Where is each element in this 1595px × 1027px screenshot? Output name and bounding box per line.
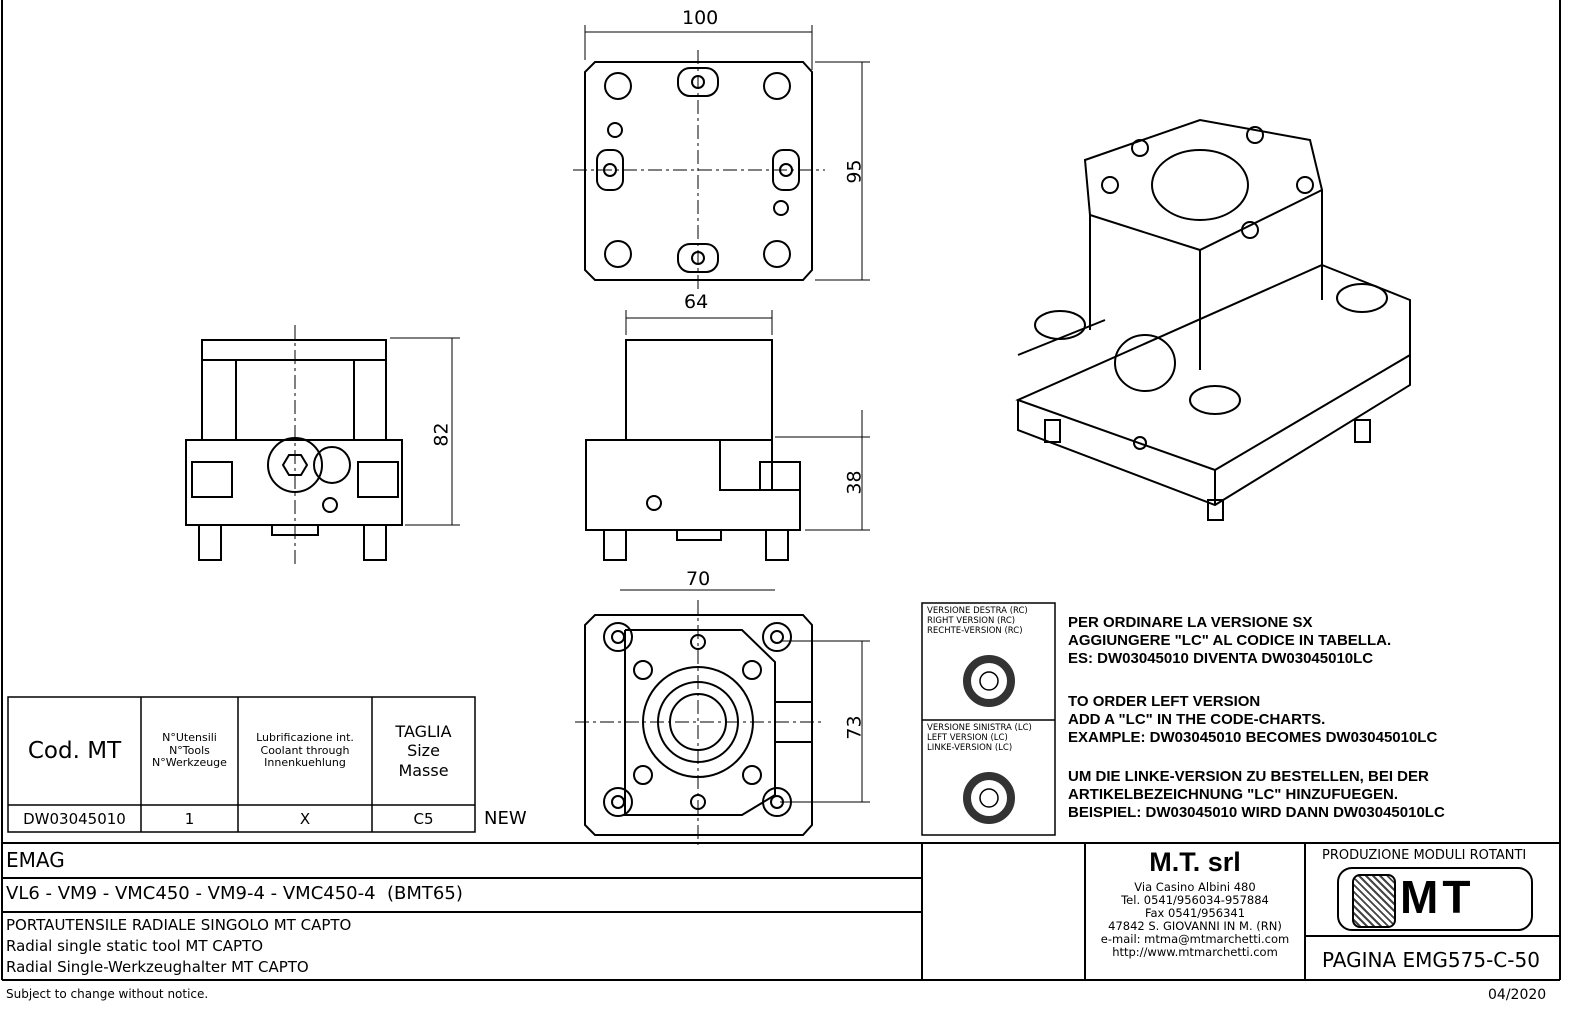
dim-top-width: 100 (682, 7, 719, 29)
note-it-line: AGGIUNGERE "LC" AL CODICE IN TABELLA. (1068, 632, 1392, 649)
header-size-de: Masse (398, 760, 449, 780)
product-description: PORTAUTENSILE RADIALE SINGOLO MT CAPTO R… (6, 915, 351, 978)
note-italian: PER ORDINARE LA VERSIONE SX AGGIUNGERE "… (1068, 614, 1391, 668)
cell-coolant: X (299, 809, 311, 828)
dim-side-width: 64 (684, 291, 709, 313)
note-en-line: TO ORDER LEFT VERSION (1068, 693, 1261, 710)
company-website: http://www.mtmarchetti.com (1112, 945, 1278, 959)
table-grid (7, 696, 476, 833)
description-en: Radial single static tool MT CAPTO (6, 937, 264, 955)
company-address: Via Casino Albini 480 (1134, 880, 1256, 894)
right-version-label: VERSIONE DESTRA (RC) RIGHT VERSION (RC) … (927, 606, 1028, 636)
header-tools-de: N°Werkzeuge (152, 756, 227, 770)
top-view (573, 25, 870, 292)
bottom-view (575, 589, 870, 845)
new-badge: NEW (484, 808, 527, 829)
left-version-it: VERSIONE SINISTRA (LC) (927, 723, 1032, 733)
front-view (185, 325, 460, 565)
note-de-line: UM DIE LINKE-VERSION ZU BESTELLEN, BEI D… (1068, 768, 1429, 785)
note-it-line: ES: DW03045010 DIVENTA DW03045010LC (1068, 650, 1374, 667)
right-version-de: RECHTE-VERSION (RC) (927, 625, 1023, 636)
company-fax: Fax 0541/956341 (1144, 906, 1246, 920)
machine-models: VL6 - VM9 - VMC450 - VM9-4 - VMC450-4 (B… (6, 883, 463, 904)
left-version-de: LINKE-VERSION (LC) (927, 742, 1013, 753)
header-tools: N°Utensili N°Tools N°Werkzeuge (141, 697, 238, 805)
header-size-it: TAGLIA (395, 722, 452, 742)
version-box (921, 602, 1056, 836)
company-name: M.T. srl (1149, 847, 1241, 877)
note-english: TO ORDER LEFT VERSION ADD A "LC" IN THE … (1068, 693, 1437, 747)
division-label: PRODUZIONE MODULI ROTANTI (1322, 848, 1527, 863)
note-german: UM DIE LINKE-VERSION ZU BESTELLEN, BEI D… (1068, 768, 1445, 822)
note-it-line: PER ORDINARE LA VERSIONE SX (1068, 614, 1313, 631)
machine-brand: EMAG (6, 848, 65, 872)
disclaimer: Subject to change without notice. (6, 987, 209, 1001)
company-info: M.T. srl Via Casino Albini 480 Tel. 0541… (1085, 845, 1305, 979)
header-code: Cod. MT (27, 738, 122, 764)
dim-front-height: 82 (430, 422, 453, 447)
dim-top-height: 95 (843, 159, 866, 184)
right-version-it: VERSIONE DESTRA (RC) (927, 606, 1028, 616)
side-view (585, 310, 870, 561)
note-de-line: ARTIKELBEZEICHNUNG "LC" HINZUFUEGEN. (1068, 786, 1399, 803)
mt-logo: MT (1400, 871, 1475, 923)
header-coolant-en: Coolant through (260, 743, 350, 757)
description-it: PORTAUTENSILE RADIALE SINGOLO MT CAPTO (6, 916, 352, 934)
dim-bottom-width: 70 (686, 568, 711, 590)
rotary-module-icon (1352, 874, 1396, 928)
company-phone: Tel. 0541/956034-957884 (1121, 893, 1269, 907)
right-version-en: RIGHT VERSION (RC) (927, 615, 1016, 626)
company-email: e-mail: mtma@mtmarchetti.com (1100, 932, 1290, 946)
cell-code: DW03045010 (23, 809, 126, 828)
company-city: 47842 S. GIOVANNI IN M. (RN) (1108, 919, 1282, 933)
header-size-en: Size (407, 741, 440, 761)
left-version-label: VERSIONE SINISTRA (LC) LEFT VERSION (LC)… (927, 723, 1032, 753)
left-version-en: LEFT VERSION (LC) (927, 732, 1008, 743)
page-code: PAGINA EMG575-C-50 (1322, 948, 1540, 972)
dim-bottom-height: 73 (843, 715, 866, 740)
header-coolant-de: Innenkuehlung (264, 756, 346, 770)
cell-size: C5 (413, 809, 434, 828)
cell-tools: 1 (184, 809, 195, 828)
header-tools-it: N°Utensili (162, 731, 217, 745)
header-coolant-it: Lubrificazione int. (256, 731, 354, 745)
dim-side-height: 38 (843, 470, 866, 495)
note-de-line: BEISPIEL: DW03045010 WIRD DANN DW0304501… (1068, 804, 1445, 821)
header-size: TAGLIA Size Masse (372, 697, 475, 805)
revision-date: 04/2020 (1488, 987, 1547, 1003)
note-en-line: ADD A "LC" IN THE CODE-CHARTS. (1068, 711, 1326, 728)
header-coolant: Lubrificazione int. Coolant through Inne… (238, 697, 372, 805)
isometric-view (1015, 118, 1411, 521)
note-en-line: EXAMPLE: DW03045010 BECOMES DW03045010LC (1068, 729, 1438, 746)
header-tools-en: N°Tools (169, 743, 210, 757)
description-de: Radial Single-Werkzeughalter MT CAPTO (6, 958, 309, 976)
title-block-grid (2, 842, 1560, 981)
